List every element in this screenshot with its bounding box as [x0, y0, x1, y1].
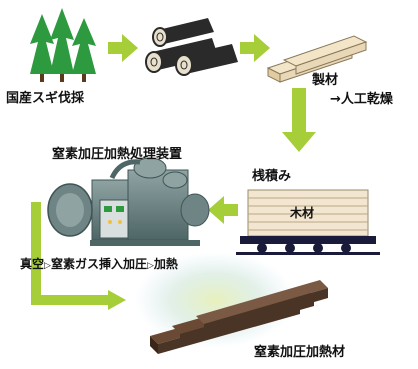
stacked-wood-cart-icon [236, 189, 380, 255]
logs-icon [145, 18, 238, 76]
arrow-to-machine [208, 196, 238, 224]
label-process-vacuum: 真空 [20, 257, 45, 271]
arrow-to-product [31, 202, 110, 305]
label-drying: →人工乾燥 [330, 92, 393, 107]
lumber-icon [266, 35, 368, 83]
arrow-head-to-product [108, 290, 126, 310]
arrow-to-lumber [240, 34, 270, 62]
label-harvest: 国産スギ伐採 [6, 91, 85, 106]
label-stacking: 桟積み [252, 169, 292, 184]
label-lumber: 製材 [312, 73, 339, 88]
label-process-heat: 加熱 [153, 257, 178, 271]
label-process-pressurize: 窒素ガス挿入加圧 [50, 257, 147, 271]
label-apparatus: 窒素加圧加熱処理装置 [52, 147, 183, 162]
arrow-to-logs [108, 34, 138, 62]
cedar-trees-icon [30, 8, 96, 82]
label-product: 窒素加圧加熱材 [254, 345, 346, 360]
label-process: 真空▷窒素ガス挿入加圧▷加熱 [20, 257, 178, 271]
treated-wood-icon [150, 280, 328, 354]
nitrogen-pressure-machine-icon [47, 157, 210, 246]
label-wood: 木材 [290, 206, 315, 220]
arrow-down-to-stack [282, 88, 316, 152]
